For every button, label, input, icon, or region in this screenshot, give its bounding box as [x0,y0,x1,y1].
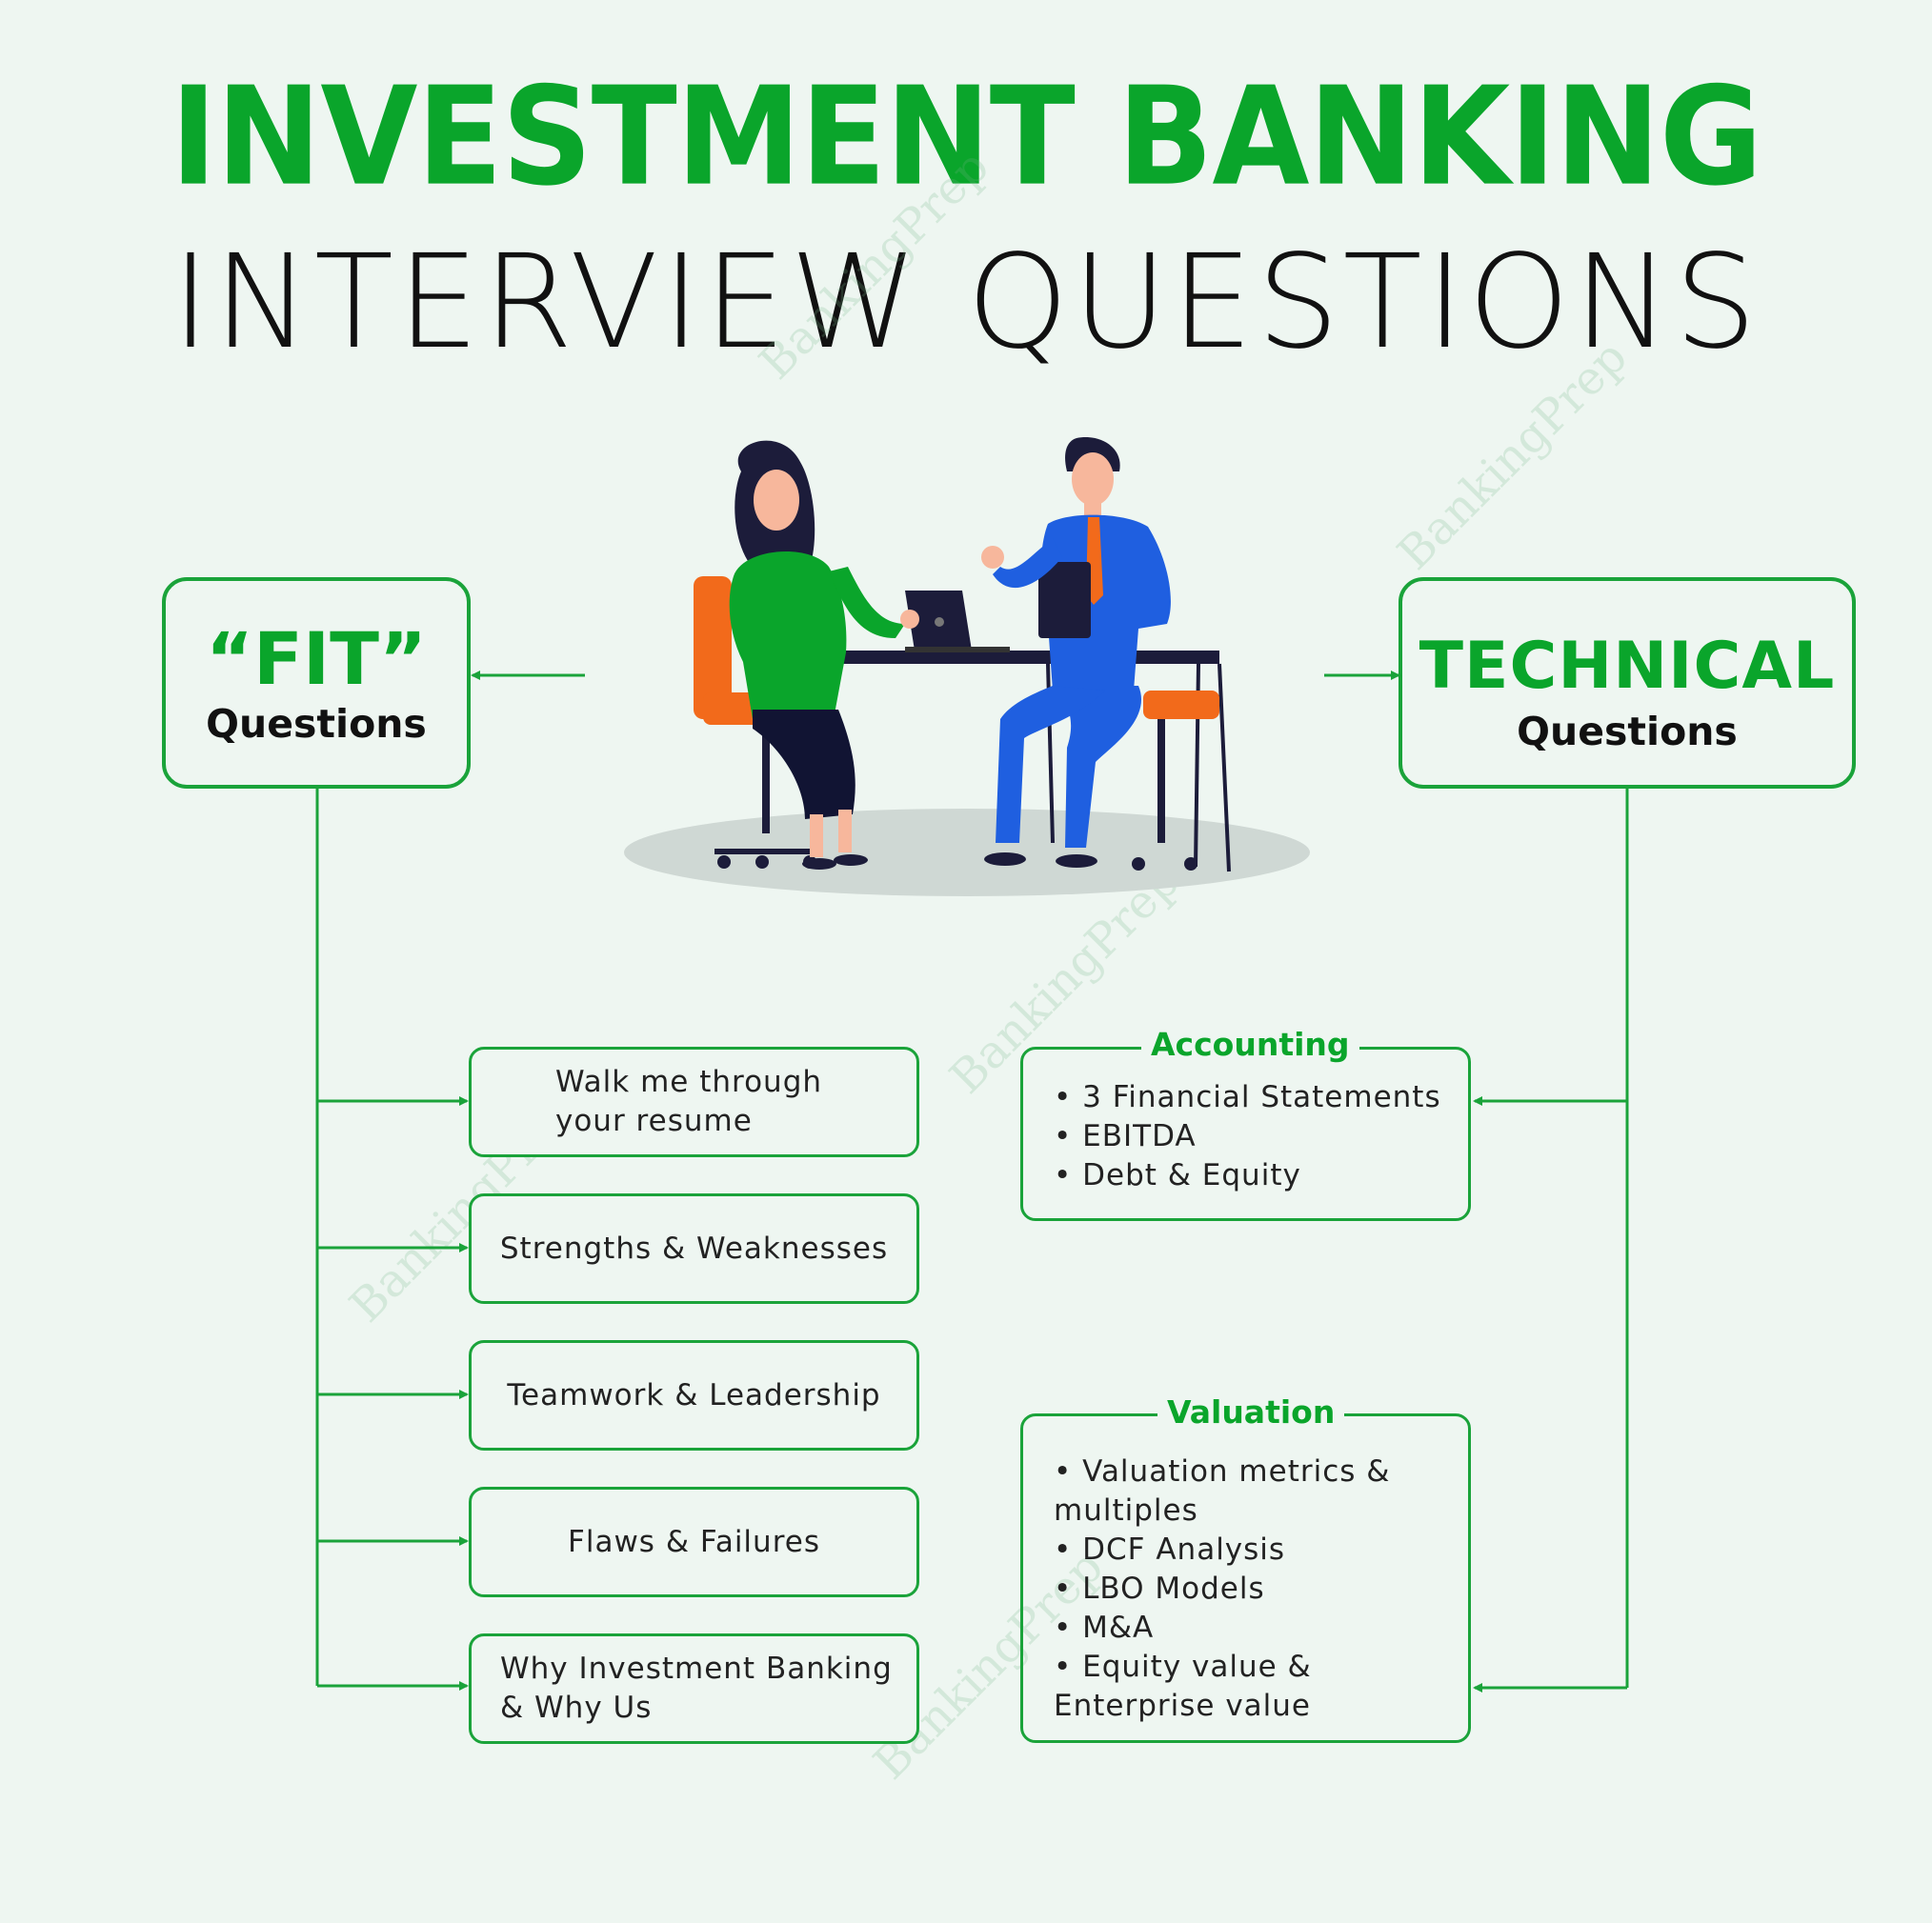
accounting-item: • EBITDA [1054,1119,1197,1153]
fit-question-text: Teamwork & Leadership [507,1378,881,1412]
accounting-item: • 3 Financial Statements [1054,1080,1441,1114]
fit-question-text: Walk me through your resume [555,1065,823,1138]
interview-illustration [624,437,1310,896]
valuation-item: • Equity value & Enterprise value [1054,1650,1312,1723]
fit-category-box: “FIT” Questions [162,577,471,789]
title-line-1: INVESTMENT BANKING [170,57,1762,217]
technical-category-box: TECHNICAL Questions [1399,577,1856,789]
fit-question-text: Why Investment Banking & Why Us [500,1652,893,1725]
technical-subtitle: Questions [1517,709,1738,754]
floor-shadow [624,809,1310,896]
fit-question-box: Why Investment Banking & Why Us [469,1633,919,1744]
accounting-label: Accounting [1141,1029,1359,1060]
fit-question-box: Strengths & Weaknesses [469,1193,919,1304]
valuation-item: • M&A [1054,1611,1155,1645]
fit-question-text: Flaws & Failures [568,1525,820,1559]
chair-right [1132,691,1219,871]
fit-title: “FIT” [206,616,427,701]
valuation-box: • Valuation metrics & multiples • DCF An… [1020,1413,1471,1743]
fit-question-box: Teamwork & Leadership [469,1340,919,1451]
valuation-item: • DCF Analysis [1054,1532,1286,1567]
accounting-box: • 3 Financial Statements • EBITDA • Debt… [1020,1047,1471,1221]
technical-title: TECHNICAL [1419,629,1836,704]
woman-figure [729,440,919,870]
fit-question-text: Strengths & Weaknesses [499,1232,889,1266]
fit-subtitle: Questions [206,701,427,747]
valuation-item: • LBO Models [1054,1572,1265,1606]
title-line-2: INTERVIEW QUESTIONS [171,228,1761,378]
laptop-icon [905,591,1010,652]
valuation-label: Valuation [1157,1396,1345,1428]
valuation-item: • Valuation metrics & multiples [1054,1454,1391,1528]
fit-question-box: Flaws & Failures [469,1487,919,1597]
accounting-item: • Debt & Equity [1054,1158,1301,1192]
man-figure [981,437,1171,868]
fit-question-box: Walk me through your resume [469,1047,919,1157]
